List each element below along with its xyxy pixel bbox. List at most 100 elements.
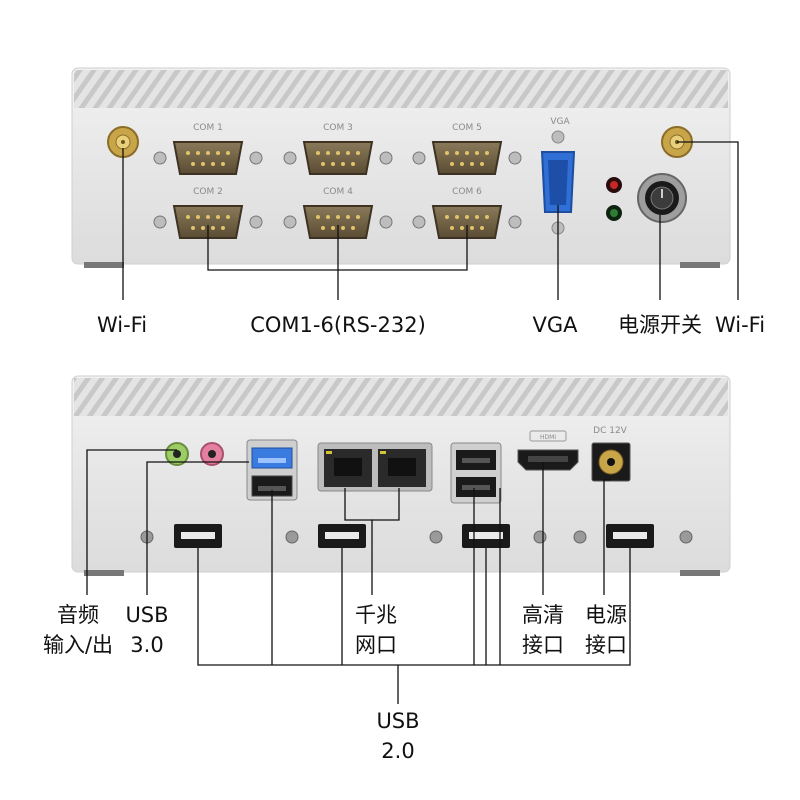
db9-pin: [465, 215, 469, 219]
db9-pin: [216, 215, 220, 219]
jack-screw: [153, 215, 167, 229]
db9-pin: [341, 226, 345, 230]
label-usb3-1: USB: [125, 603, 168, 627]
db9-pin: [226, 215, 230, 219]
label-lan-2: 网口: [355, 633, 397, 657]
db9-pin: [331, 226, 335, 230]
db9-pin: [201, 226, 205, 230]
db9-pin: [216, 151, 220, 155]
hdd-led: [606, 177, 622, 193]
db9-pin: [346, 151, 350, 155]
jack-screw: [249, 151, 263, 165]
db9-pin: [450, 162, 454, 166]
com-port-label: COM 1: [193, 123, 223, 133]
usb2-bottom-3: [462, 524, 510, 548]
com-port-label: COM 3: [323, 123, 353, 133]
db9-shell: [172, 141, 244, 175]
db9-pin: [321, 226, 325, 230]
com-port: COM 2: [153, 187, 263, 239]
db9-pin: [336, 151, 340, 155]
jack-screw: [412, 151, 426, 165]
db9-pin: [316, 151, 320, 155]
db9-pin: [331, 162, 335, 166]
wifi-antenna-left: [107, 126, 139, 158]
label-power-2: 接口: [585, 633, 627, 657]
db9-pin: [316, 215, 320, 219]
db9-pin: [186, 151, 190, 155]
top-panel: COM 1 COM 2 COM 3 COM 4 COM 5 COM 6 VGA: [71, 67, 765, 337]
db9-pin: [326, 215, 330, 219]
label-usb3-2: 3.0: [130, 633, 163, 657]
bottom-foot-left: [84, 570, 124, 576]
power-switch[interactable]: [637, 173, 687, 223]
db9-pin: [346, 215, 350, 219]
dc-jack: DC 12V: [591, 426, 631, 482]
label-usb2-2: 2.0: [381, 739, 414, 763]
lan-ports: [317, 442, 433, 492]
vga-port: VGA: [540, 117, 576, 235]
label-vga: VGA: [532, 313, 578, 337]
jack-screw: [153, 151, 167, 165]
jack-screw: [508, 151, 522, 165]
db9-pin: [485, 215, 489, 219]
db9-pin: [445, 215, 449, 219]
db9-pin: [351, 226, 355, 230]
db9-pin: [356, 151, 360, 155]
db9-pin: [201, 162, 205, 166]
db9-pin: [191, 162, 195, 166]
com-port: COM 4: [283, 187, 393, 239]
bottom-heatsink-fins: [74, 378, 728, 416]
label-wifi-left: Wi-Fi: [97, 313, 147, 337]
usb3-ports: [246, 439, 298, 501]
db9-pin: [326, 151, 330, 155]
db9-pin: [470, 162, 474, 166]
top-leader-lines: [122, 141, 739, 300]
label-lan-1: 千兆: [355, 603, 397, 627]
db9-shell: [172, 205, 244, 239]
usb2-stack: [450, 442, 502, 504]
top-heatsink-fins: [74, 70, 728, 108]
bottom-panel: HDMI DC 12V: [43, 375, 731, 763]
db9-pin: [480, 226, 484, 230]
hdmi-port: HDMI: [517, 430, 579, 471]
bottom-leader-lines: [86, 449, 631, 704]
com-port-label: COM 2: [193, 187, 223, 197]
db9-pin: [211, 162, 215, 166]
db9-pin: [211, 226, 215, 230]
jack-screw: [283, 151, 297, 165]
db9-pin: [321, 162, 325, 166]
usb2-bottom-2: [318, 524, 366, 548]
db9-pin: [226, 151, 230, 155]
db9-pin: [196, 215, 200, 219]
db9-pin: [450, 226, 454, 230]
db9-pin: [351, 162, 355, 166]
bottom-foot-right: [680, 570, 720, 576]
power-led: [606, 205, 622, 221]
db9-pin: [460, 226, 464, 230]
db9-pin: [221, 226, 225, 230]
com-port: COM 3: [283, 123, 393, 175]
label-com: COM1-6(RS-232): [250, 313, 426, 337]
db9-pin: [480, 162, 484, 166]
db9-shell: [302, 205, 374, 239]
com-port: COM 5: [412, 123, 522, 175]
db9-pin: [485, 151, 489, 155]
db9-shell: [302, 141, 374, 175]
com-port-label: COM 6: [452, 187, 482, 197]
db9-pin: [191, 226, 195, 230]
db9-pin: [221, 162, 225, 166]
db9-pin: [206, 215, 210, 219]
db9-pin: [460, 162, 464, 166]
com-ports: COM 1 COM 2 COM 3 COM 4 COM 5 COM 6: [153, 123, 522, 239]
hdmi-silk-label: HDMI: [540, 434, 556, 441]
label-usb2-1: USB: [376, 709, 419, 733]
vga-silk-label: VGA: [550, 117, 570, 127]
label-hdmi-2: 接口: [522, 633, 564, 657]
db9-pin: [206, 151, 210, 155]
jack-screw: [412, 215, 426, 229]
db9-pin: [341, 162, 345, 166]
top-foot-left: [84, 262, 124, 268]
label-audio-1: 音频: [57, 603, 99, 627]
label-audio-2: 输入/出: [43, 633, 113, 657]
db9-pin: [186, 215, 190, 219]
